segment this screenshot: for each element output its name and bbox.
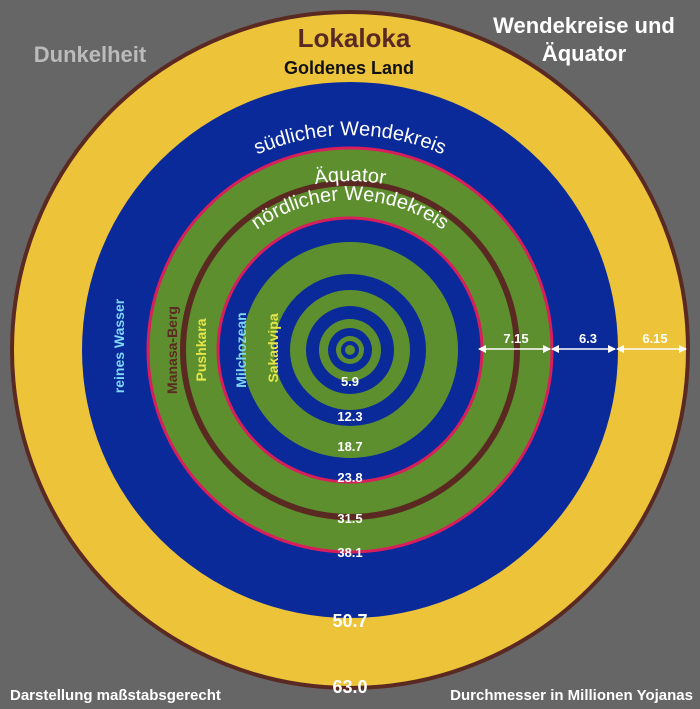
darkness-label: Dunkelheit — [34, 42, 147, 67]
footer-unit-note: Durchmesser in Millionen Yojanas — [450, 687, 693, 704]
diameter-label-2: 12.3 — [337, 409, 362, 424]
diameter-label-3: 18.7 — [337, 439, 362, 454]
pushkara-label: Pushkara — [193, 318, 209, 381]
jambudvipa-center — [345, 345, 355, 355]
diameter-label-8: 63.0 — [332, 677, 367, 697]
manasa-label: Manasa-Berg — [164, 306, 180, 394]
width-label-1: 7.15 — [503, 331, 528, 346]
diameter-label-5: 31.5 — [337, 511, 362, 526]
width-label-3: 6.15 — [642, 331, 667, 346]
footer-scale-note: Darstellung maßstabsgerecht — [10, 687, 221, 704]
diameter-label-1: 5.9 — [341, 374, 359, 389]
diameter-label-6: 38.1 — [337, 545, 362, 560]
diameter-label-4: 23.8 — [337, 470, 362, 485]
lokaloka-label: Lokaloka — [298, 23, 411, 53]
width-label-2: 6.3 — [579, 331, 597, 346]
golden-land-label: Goldenes Land — [284, 58, 414, 78]
sakadvipa-label: Sakadvipa — [265, 313, 281, 382]
milk-ocean-label: Milchozean — [233, 312, 249, 387]
diameter-label-7: 50.7 — [332, 611, 367, 631]
heading-line-1: Wendekreise und — [493, 13, 675, 38]
pure-water-label: reines Wasser — [111, 298, 127, 393]
heading-line-2: Äquator — [542, 41, 627, 66]
